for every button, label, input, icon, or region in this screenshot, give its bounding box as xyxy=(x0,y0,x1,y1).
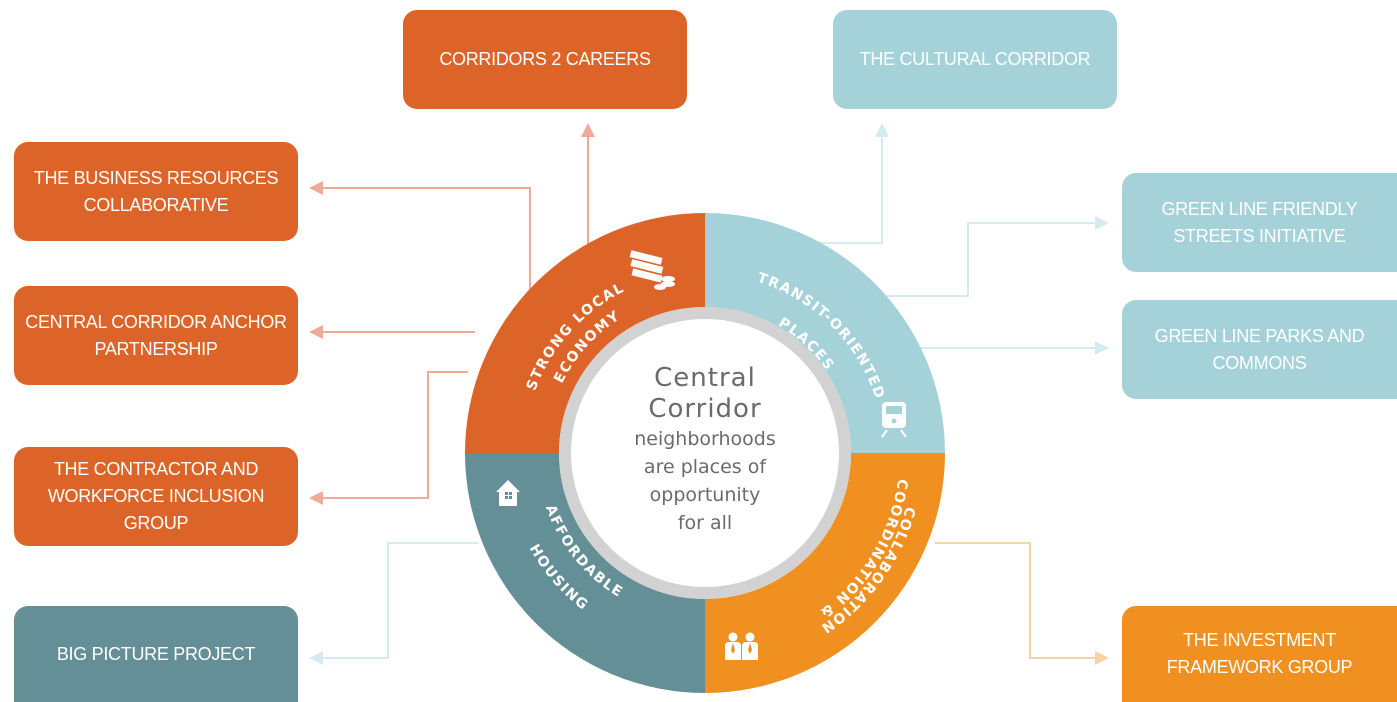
box-label: THE BUSINESS RESOURCES COLLABORATIVE xyxy=(33,167,279,215)
box-label: GREEN LINE FRIENDLY STREETS INITIATIVE xyxy=(1161,198,1358,246)
segment-coordination-collaboration[interactable] xyxy=(705,453,945,693)
connector-investment-framework xyxy=(935,542,1109,665)
people-icon xyxy=(725,632,758,660)
center-body-line: opportunity xyxy=(649,484,761,506)
box-green-line-friendly-streets[interactable]: GREEN LINE FRIENDLY STREETS INITIATIVE xyxy=(1122,173,1397,272)
box-contractor-workforce-inclusion-group[interactable]: THE CONTRACTOR AND WORKFORCE INCLUSION G… xyxy=(14,447,298,546)
segment-affordable-housing[interactable] xyxy=(465,453,705,693)
money-icon xyxy=(629,250,675,290)
connector-friendly-streets xyxy=(885,216,1109,297)
connector-business-resources xyxy=(309,181,531,300)
house-icon xyxy=(496,480,520,506)
connector-contractor-workforce xyxy=(309,371,468,505)
box-label: BIG PICTURE PROJECT xyxy=(56,643,256,664)
box-big-picture-project[interactable]: BIG PICTURE PROJECT xyxy=(14,606,298,702)
center-body-line: neighborhoods xyxy=(634,428,776,450)
center-text-block: Central Corridor neighborhoods are place… xyxy=(585,363,825,537)
box-label: THE CULTURAL CORRIDOR xyxy=(859,49,1091,69)
box-central-corridor-anchor-partnership[interactable]: CENTRAL CORRIDOR ANCHOR PARTNERSHIP xyxy=(14,286,298,385)
box-label: THE CONTRACTOR AND WORKFORCE INCLUSION G… xyxy=(47,459,265,533)
box-investment-framework-group[interactable]: THE INVESTMENT FRAMEWORK GROUP xyxy=(1122,606,1397,702)
center-body-line: for all xyxy=(677,512,733,534)
connector-big-picture xyxy=(309,542,478,665)
segment-transit-oriented-places[interactable] xyxy=(705,213,945,453)
train-icon xyxy=(881,402,907,438)
box-business-resources-collaborative[interactable]: THE BUSINESS RESOURCES COLLABORATIVE xyxy=(14,142,298,241)
box-label: THE INVESTMENT FRAMEWORK GROUP xyxy=(1166,630,1353,677)
center-body-line: are places of xyxy=(643,456,767,478)
box-label: CORRIDORS 2 CAREERS xyxy=(439,49,651,69)
center-title-line2: Corridor xyxy=(648,394,762,424)
center-circle xyxy=(571,319,839,587)
box-label: GREEN LINE PARKS AND COMMONS xyxy=(1154,325,1365,373)
box-cultural-corridor[interactable]: THE CULTURAL CORRIDOR xyxy=(833,10,1117,109)
center-title-line1: Central xyxy=(654,363,756,393)
box-green-line-parks-commons[interactable]: GREEN LINE PARKS AND COMMONS xyxy=(1122,300,1397,399)
box-corridors-2-careers[interactable]: CORRIDORS 2 CAREERS xyxy=(403,10,687,109)
box-label: CENTRAL CORRIDOR ANCHOR PARTNERSHIP xyxy=(25,311,287,359)
